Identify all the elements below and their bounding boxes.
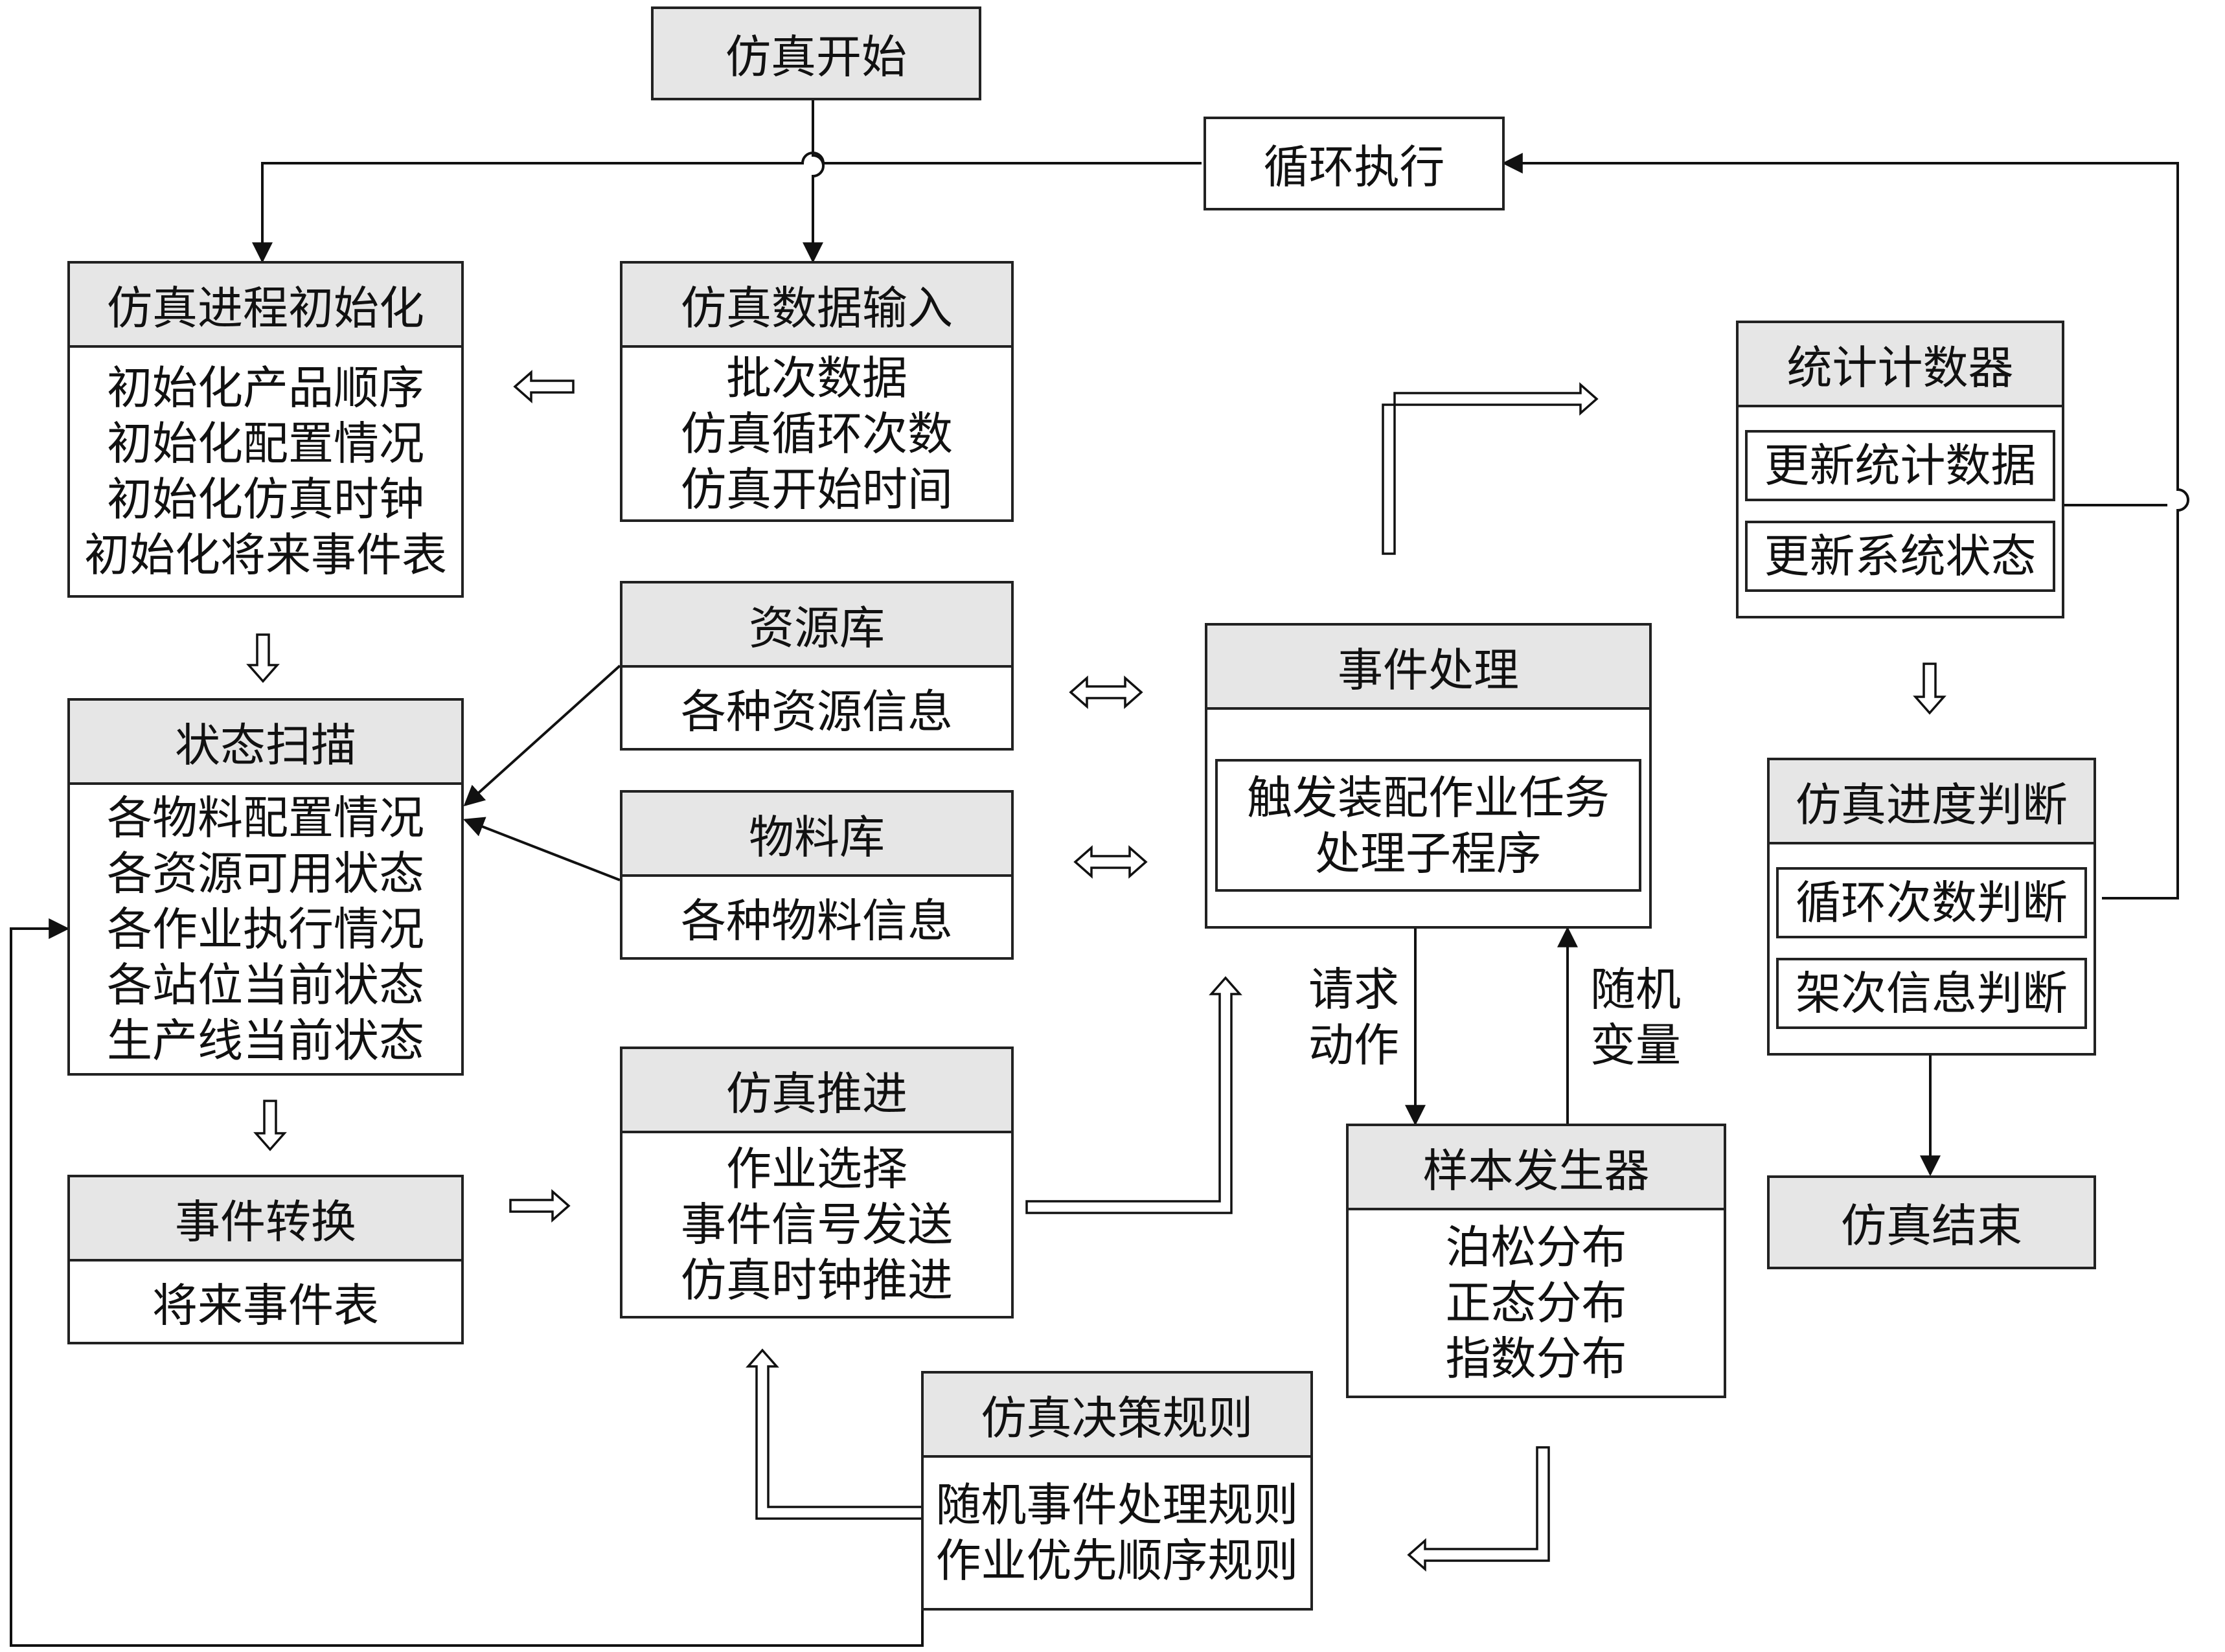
request-label-line: 动作 [1308,1019,1399,1072]
init-item: 初始化配置情况 [107,417,424,470]
update-state-box: 更新系统状态 [1745,521,2055,592]
event-convert-title: 事件转换 [70,1177,461,1262]
random-label-line: 随机 [1590,963,1681,1016]
loop-execute-label: 循环执行 [1263,141,1445,194]
state-scan-box: 状态扫描 各物料配置情况 各资源可用状态 各作业执行情况 各站位当前状态 生产线… [67,698,464,1076]
hollow-arrow-convert-to-advance [509,1189,571,1223]
statistics-counter-box: 统计计数器 更新统计数据 更新系统状态 [1736,321,2064,618]
sampler-item: 指数分布 [1445,1332,1627,1385]
hollow-arrow-scan-to-convert [253,1100,287,1151]
hollow-arrow-advance-to-event [1025,976,1242,1214]
event-subroutine-box: 触发装配作业任务 处理子程序 [1215,759,1641,892]
input-item: 仿真循环次数 [681,407,953,460]
data-input-title: 仿真数据输入 [622,264,1011,348]
hollow-double-arrow-material-event [1073,845,1148,879]
scan-item: 各作业执行情况 [107,902,424,956]
event-item: 触发装配作业任务 [1247,771,1610,824]
progress-judgement-title: 仿真进度判断 [1770,760,2094,844]
sampler-item: 正态分布 [1445,1276,1627,1330]
simulation-start-box: 仿真开始 [651,6,981,100]
statistics-counter-title: 统计计数器 [1739,323,2062,407]
resource-library-title: 资源库 [622,583,1011,668]
resource-library-item: 各种资源信息 [681,685,953,738]
request-label-line: 请求 [1308,963,1399,1016]
advance-item: 仿真时钟推进 [681,1254,953,1307]
simulation-start-label: 仿真开始 [725,30,907,84]
progress-item: 架次信息判断 [1796,967,2068,1020]
update-stats-box: 更新统计数据 [1745,430,2055,501]
event-convert-item: 将来事件表 [152,1278,379,1332]
decision-rules-title: 仿真决策规则 [924,1374,1310,1458]
init-process-title: 仿真进程初始化 [70,264,461,348]
event-handling-box: 事件处理 触发装配作业任务 处理子程序 [1205,623,1652,929]
resource-library-box: 资源库 各种资源信息 [620,581,1014,751]
hollow-double-arrow-resource-event [1069,675,1143,709]
counter-item: 更新系统状态 [1764,530,2037,583]
rules-item: 随机事件处理规则 [935,1478,1299,1532]
input-item: 仿真开始时间 [681,462,953,516]
simulation-advance-title: 仿真推进 [622,1049,1011,1133]
scan-item: 各物料配置情况 [107,791,424,844]
hollow-arrow-event-to-counter [1382,382,1599,555]
resource-to-scan-arrow [463,664,621,807]
material-library-title: 物料库 [622,793,1011,877]
scan-item: 各站位当前状态 [107,958,424,1012]
event-handling-title: 事件处理 [1207,626,1649,710]
random-variable-label: 随机 变量 [1590,962,1681,1073]
init-item: 初始化将来事件表 [84,528,447,582]
loop-execute-box: 循环执行 [1204,117,1505,210]
event-convert-box: 事件转换 将来事件表 [67,1175,464,1344]
loop-count-box: 循环次数判断 [1776,867,2087,938]
advance-item: 作业选择 [726,1142,907,1195]
start-to-input-arrow [803,100,825,264]
counter-item: 更新统计数据 [1764,439,2037,492]
material-to-scan-arrow [463,817,621,881]
progress-judgement-box: 仿真进度判断 循环次数判断 架次信息判断 [1767,758,2096,1056]
scan-item: 各资源可用状态 [107,846,424,900]
simulation-end-label: 仿真结束 [1841,1199,2022,1252]
advance-item: 事件信号发送 [681,1198,953,1251]
hollow-arrow-init-to-scan [246,633,280,683]
hollow-arrow-counter-to-progress [1913,662,1946,715]
material-library-item: 各种物料信息 [681,894,953,947]
material-library-box: 物料库 各种物料信息 [620,790,1014,960]
random-label-line: 变量 [1590,1019,1681,1072]
scan-item: 生产线当前状态 [107,1013,424,1067]
sampler-item: 泊松分布 [1445,1221,1627,1274]
event-item: 处理子程序 [1315,826,1542,880]
init-item: 初始化仿真时钟 [107,473,424,526]
batch-info-box: 架次信息判断 [1776,958,2087,1029]
state-scan-title: 状态扫描 [70,701,461,785]
hollow-arrow-sampler-to-rules [1407,1446,1550,1572]
input-item: 批次数据 [726,351,907,405]
init-item: 初始化产品顺序 [107,361,424,414]
rules-item: 作业优先顺序规则 [935,1534,1299,1587]
sample-generator-title: 样本发生器 [1349,1126,1724,1210]
request-action-label: 请求 动作 [1308,962,1399,1073]
loop-to-init-arrow [252,152,1202,264]
decision-rules-box: 仿真决策规则 随机事件处理规则 作业优先顺序规则 [921,1371,1313,1611]
simulation-advance-box: 仿真推进 作业选择 事件信号发送 仿真时钟推进 [620,1047,1014,1318]
progress-item: 循环次数判断 [1796,876,2068,929]
simulation-end-box: 仿真结束 [1767,1175,2096,1269]
data-input-box: 仿真数据输入 批次数据 仿真循环次数 仿真开始时间 [620,261,1014,522]
loop-return-line [1501,153,2189,900]
bottom-loop-arrow [10,918,924,1647]
init-process-box: 仿真进程初始化 初始化产品顺序 初始化配置情况 初始化仿真时钟 初始化将来事件表 [67,261,464,598]
hollow-arrow-rules-to-advance [746,1348,924,1520]
hollow-arrow-input-to-init [513,370,575,403]
sample-generator-box: 样本发生器 泊松分布 正态分布 指数分布 [1346,1124,1726,1398]
